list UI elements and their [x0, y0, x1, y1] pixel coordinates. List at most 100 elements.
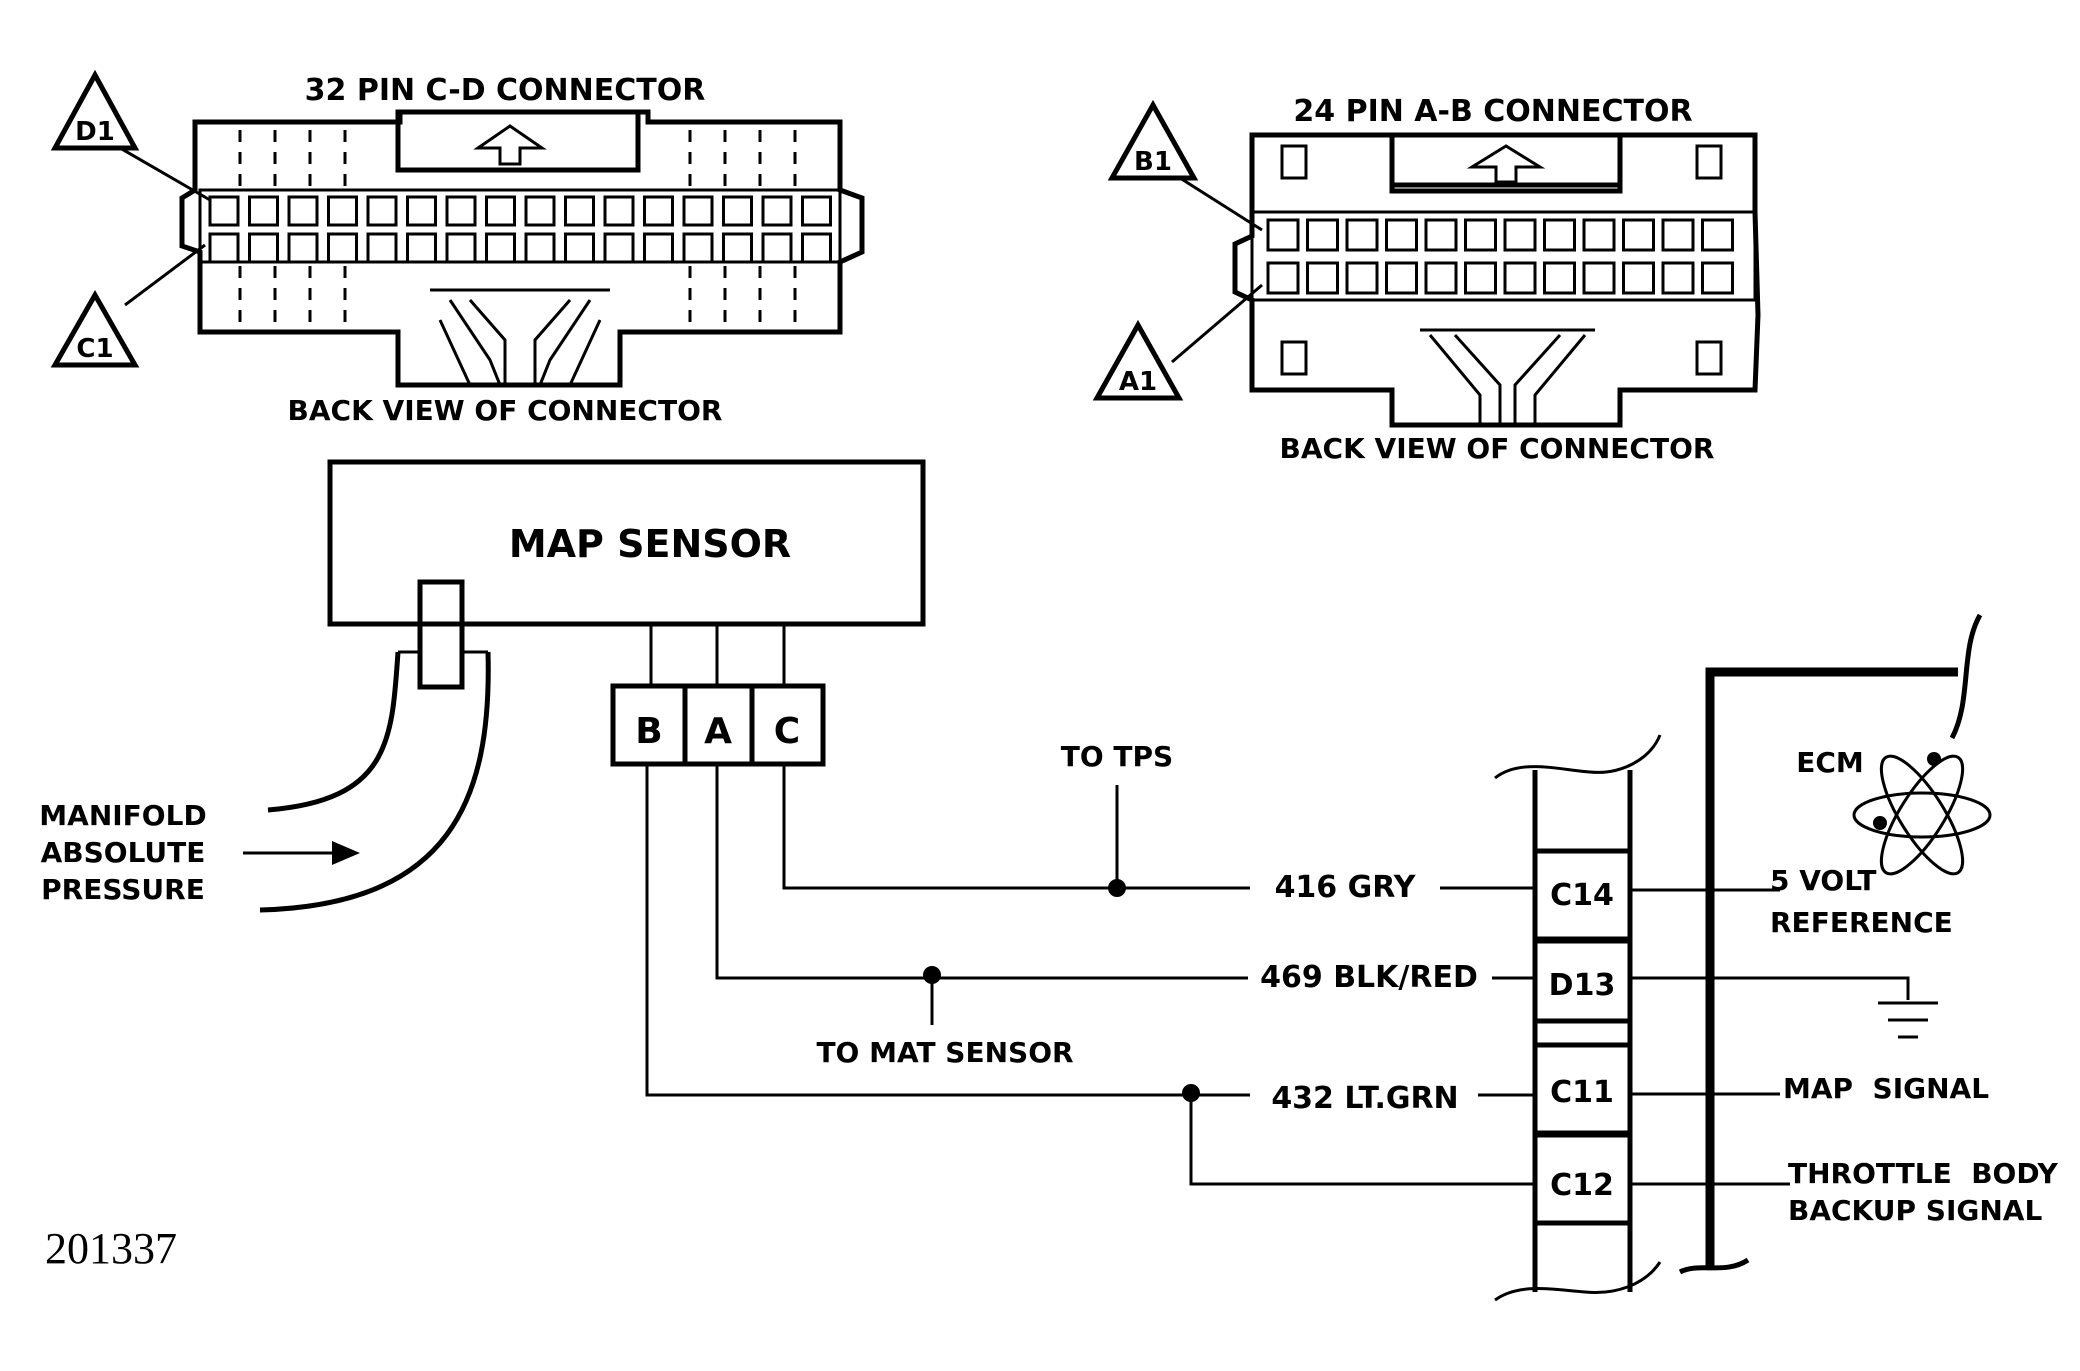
- signal-c12-line-2: BACKUP SIGNAL: [1788, 1194, 2042, 1227]
- wire-416-gry-label: 416 GRY: [1275, 870, 1417, 905]
- connector-pin-cavity: [603, 232, 635, 264]
- leader-line: [124, 243, 206, 307]
- connector-pin-cavity: [248, 195, 279, 227]
- vacuum-port: [417, 579, 465, 690]
- terminal-a-label: A: [704, 711, 732, 752]
- connector-pin-cavity: [1701, 218, 1734, 252]
- connector-cd-tag-c1: C1: [76, 334, 113, 364]
- connector-pin-cavity: [287, 232, 319, 264]
- ecm-housing-edge: [1705, 667, 1958, 1268]
- connector-pin-cavity: [761, 195, 793, 227]
- connector-pin-cavity: [366, 232, 398, 264]
- figure-number: 201337: [45, 1224, 177, 1273]
- break-line: [1678, 1257, 1750, 1275]
- connector-pin-cavity: [524, 232, 556, 264]
- ecm: C14 D13 C11 C12 ECM 5 VO: [1494, 613, 2059, 1302]
- vacuum-hose-inner: [267, 651, 401, 813]
- wire-432-lt-grn-label: 432 LT.GRN: [1271, 1081, 1458, 1116]
- connector-pin-cavity: [603, 195, 635, 227]
- connector-pin-cavity: [1464, 261, 1497, 295]
- connector-pin-cavity: [1582, 218, 1616, 252]
- up-arrow-icon: [1466, 144, 1546, 184]
- signal-c14-line-1: 5 VOLT: [1770, 864, 1877, 897]
- wire-469-blk-red-label: 469 BLK/RED: [1260, 960, 1478, 995]
- pressure-label-line-2: ABSOLUTE: [41, 836, 206, 869]
- connector-pin-cavity: [1622, 218, 1655, 252]
- connector-cd-dividers: [238, 130, 797, 328]
- connector-cd-pin-block: [198, 188, 842, 264]
- splice-dot: [1108, 879, 1126, 897]
- triangle-tag-icon: [1107, 99, 1199, 181]
- connector-pin-cavity: [406, 195, 437, 227]
- connector-ab-caption: BACK VIEW OF CONNECTOR: [1280, 432, 1715, 465]
- connector-ab-tag-a1: A1: [1119, 367, 1157, 397]
- connector-pin-cavity: [1543, 218, 1576, 252]
- ecm-pin-c14-label: C14: [1550, 878, 1614, 913]
- connector-ab-lock-slot: [1695, 340, 1723, 376]
- break-line: [1949, 613, 1983, 740]
- connector-pin-cavity: [1385, 261, 1418, 295]
- connector-cd-key-boss: [395, 109, 641, 173]
- splice-dot: [1182, 1084, 1200, 1102]
- signal-c11-label: MAP SIGNAL: [1783, 1072, 1989, 1105]
- connector-pin-cavity: [524, 195, 556, 227]
- ecm-pin-d13-label: D13: [1549, 968, 1616, 1003]
- connector-pin-cavity: [485, 232, 516, 264]
- wire-432-lt-grn: [645, 764, 1250, 1097]
- connector-ab-tag-b1: B1: [1134, 147, 1172, 177]
- break-line: [1494, 734, 1662, 780]
- connector-pin-cavity: [1582, 261, 1616, 295]
- connector-32-pin-cd: 32 PIN C-D CONNECTOR D1 C1 BACK VIEW OF …: [50, 69, 865, 427]
- connector-pin-cavity: [564, 195, 595, 227]
- splice-dot: [923, 966, 941, 984]
- ecm-pin-c12: [1532, 1132, 1633, 1226]
- wire-469-blk-red: [715, 764, 1248, 980]
- connector-ab-lock-slot: [1695, 144, 1723, 180]
- connector-pin-cavity: [682, 195, 714, 227]
- ecm-lead-d13: [1630, 976, 1910, 1000]
- connector-pin-cavity: [1661, 218, 1695, 252]
- map-sensor-title: MAP SENSOR: [509, 522, 791, 566]
- connector-pin-cavity: [1424, 218, 1458, 252]
- connector-cd-tag-d1: D1: [75, 117, 115, 147]
- connector-pin-cavity: [1622, 261, 1655, 295]
- branch-mat-label: TO MAT SENSOR: [816, 1036, 1073, 1069]
- connector-ab-pin-rows: [1266, 218, 1734, 295]
- branch-tps-label: TO TPS: [1061, 740, 1173, 773]
- triangle-tag-icon: [50, 289, 140, 368]
- connector-pin-cavity: [682, 232, 714, 264]
- connector-pin-cavity: [406, 232, 437, 264]
- connector-pin-cavity: [1503, 218, 1537, 252]
- arrow-right-icon: [332, 841, 360, 865]
- ecm-atom-icon: [1852, 752, 1992, 876]
- connector-pin-cavity: [1306, 261, 1339, 295]
- up-arrow-icon: [473, 124, 547, 166]
- leader-line: [1179, 176, 1263, 232]
- connector-pin-cavity: [1385, 218, 1418, 252]
- connector-pin-cavity: [1266, 261, 1300, 295]
- connector-pin-cavity: [445, 195, 477, 227]
- connector-pin-cavity: [722, 195, 753, 227]
- connector-pin-cavity: [366, 195, 398, 227]
- triangle-tag-icon: [50, 69, 140, 151]
- pressure-label-line-3: PRESSURE: [41, 873, 205, 906]
- wire-432-lt-grn-c12: [1189, 1095, 1535, 1186]
- connector-pin-cavity: [327, 232, 358, 264]
- ecm-pin-d13: [1532, 938, 1633, 1024]
- connector-pin-cavity: [1503, 261, 1537, 295]
- connector-cd-title: 32 PIN C-D CONNECTOR: [305, 73, 706, 108]
- connector-ab-title: 24 PIN A-B CONNECTOR: [1293, 94, 1692, 129]
- signal-c12-line-1: THROTTLE BODY: [1788, 1157, 2059, 1190]
- connector-pin-cavity: [1464, 218, 1497, 252]
- ecm-pin-c12-label: C12: [1550, 1168, 1614, 1203]
- connector-ab-key-boss: [1389, 132, 1623, 194]
- leader-line: [1171, 283, 1263, 364]
- connector-pin-cavity: [327, 195, 358, 227]
- connector-pin-cavity: [1306, 218, 1339, 252]
- break-line: [1494, 1261, 1662, 1302]
- connector-pin-cavity: [248, 232, 279, 264]
- signal-c14-line-2: REFERENCE: [1770, 906, 1953, 939]
- connector-pin-cavity: [564, 232, 595, 264]
- pressure-label-line-1: MANIFOLD: [39, 799, 206, 832]
